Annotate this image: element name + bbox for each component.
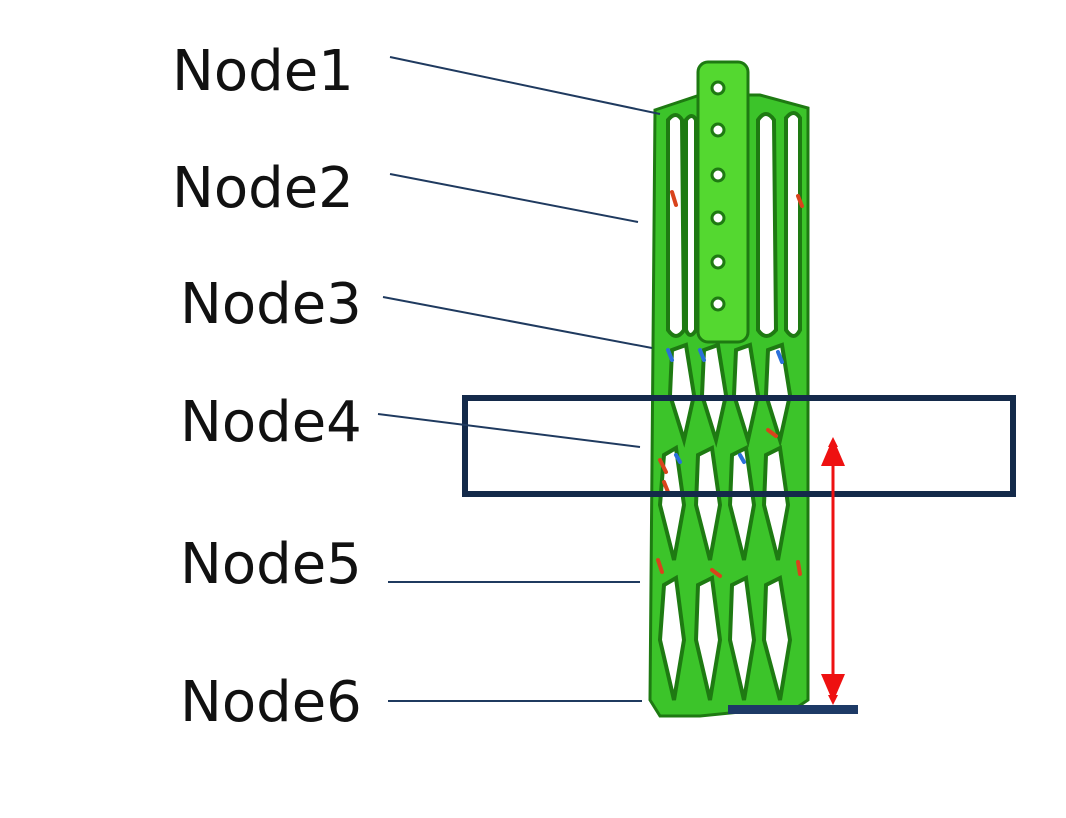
- stent-lower-cells: [657, 574, 793, 701]
- arrow-head-top: [821, 438, 845, 466]
- label-node4: Node4: [180, 390, 362, 455]
- label-node2: Node2: [172, 156, 354, 221]
- leader-lines: [377, 56, 661, 702]
- label-node3: Node3: [180, 272, 362, 337]
- baseline-bar: [728, 705, 858, 714]
- highlight-box: [462, 395, 1016, 497]
- leader-line-node2: [389, 173, 639, 223]
- label-node1: Node1: [172, 39, 354, 104]
- stent-stress-red: [656, 190, 804, 578]
- leader-line-node4: [377, 413, 641, 448]
- leader-line-node3: [382, 296, 653, 349]
- label-node6: Node6: [180, 670, 362, 735]
- stent-mid-cells-row2: [657, 444, 791, 561]
- stent-upper-cells: [666, 111, 802, 338]
- stent-icon: [648, 60, 810, 718]
- stent-tab-holes: [710, 80, 726, 312]
- stent-stress-blue: [666, 348, 784, 464]
- leader-line-node1: [389, 56, 661, 115]
- label-node5: Node5: [180, 532, 362, 597]
- arrow-head-bottom: [821, 674, 845, 702]
- stent-mid-cells-row1: [667, 342, 793, 448]
